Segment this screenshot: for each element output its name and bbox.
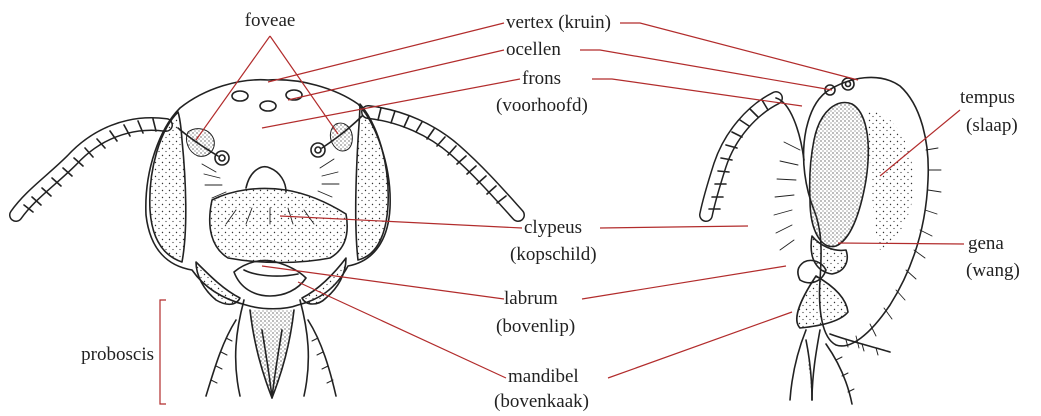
front-labrum	[234, 260, 306, 296]
leader-gena	[838, 243, 964, 244]
proboscis-bracket	[160, 300, 166, 404]
front-right-mandible	[302, 258, 346, 304]
leader-foveae-left	[196, 36, 270, 140]
leader-vertex	[620, 23, 858, 80]
label-proboscis: proboscis	[30, 344, 154, 366]
label-frons-sub: (voorhoofd)	[496, 95, 588, 117]
label-tempus: tempus	[960, 87, 1015, 109]
leader-clypeus-side	[600, 226, 748, 228]
label-labrum-sub: (bovenlip)	[496, 316, 575, 338]
leader-mandibel-front	[298, 282, 506, 378]
side-ocellus-1	[842, 78, 854, 90]
side-compound-eye	[810, 103, 869, 247]
side-proboscis	[790, 330, 890, 404]
leader-labrum-side	[582, 266, 786, 299]
label-clypeus-sub: (kopschild)	[510, 244, 597, 266]
side-mandible	[797, 276, 848, 328]
label-labrum: labrum	[504, 288, 558, 310]
side-antenna	[706, 98, 804, 215]
leader-frons-side	[592, 79, 802, 106]
leader-mandibel-side	[608, 312, 792, 378]
label-mandibel: mandibel	[508, 366, 579, 388]
front-ocellus-1	[232, 91, 248, 101]
leader-foveae-right	[270, 36, 338, 134]
label-mandibel-sub: (bovenkaak)	[494, 391, 589, 413]
front-left-antenna-socket	[215, 151, 229, 165]
side-tempus	[868, 110, 914, 250]
front-clypeus	[210, 188, 347, 262]
label-clypeus: clypeus	[524, 217, 582, 239]
label-foveae: foveae	[245, 10, 296, 32]
leader-ocellen-front	[288, 50, 504, 100]
front-left-antenna	[16, 119, 166, 215]
leader-ocellen	[580, 50, 832, 90]
front-left-compound-eye	[150, 112, 186, 262]
front-right-antenna-socket	[311, 143, 325, 157]
front-ocellus-2	[260, 101, 276, 111]
front-left-mandible	[196, 262, 240, 304]
label-gena-sub: (wang)	[966, 260, 1020, 282]
label-ocellen: ocellen	[506, 39, 561, 61]
label-vertex: vertex (kruin)	[506, 12, 611, 34]
label-gena: gena	[968, 233, 1004, 255]
side-view-head	[706, 77, 941, 404]
front-proboscis	[206, 300, 336, 398]
leader-vertex-front	[268, 23, 504, 82]
label-tempus-sub: (slaap)	[966, 115, 1018, 137]
label-frons: frons	[522, 68, 561, 90]
